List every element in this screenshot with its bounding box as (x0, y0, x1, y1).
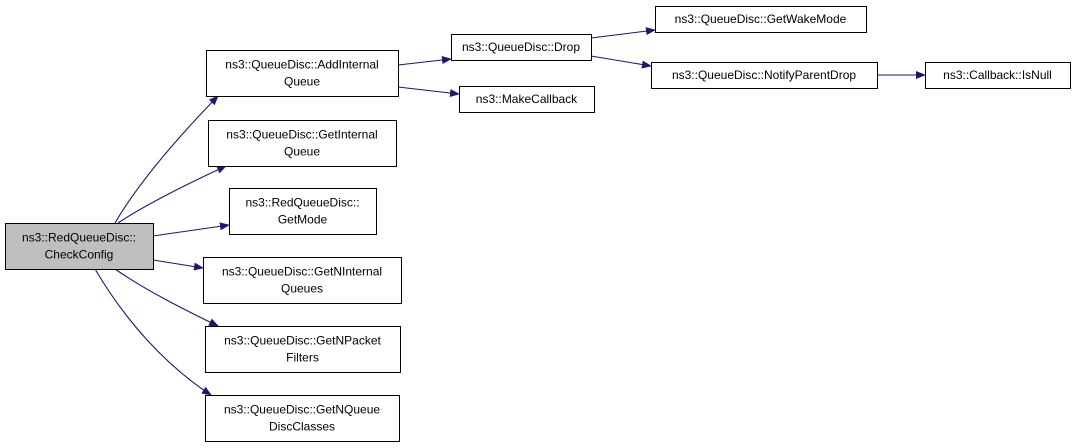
node-label-line: ns3::RedQueueDisc:: (22, 231, 136, 245)
node-label-line: ns3::QueueDisc::NotifyParentDrop (672, 68, 856, 82)
edge-add-internal-queue-to-make-callback (397, 86, 460, 97)
node-get-wake-mode[interactable]: ns3::QueueDisc::GetWakeMode (655, 6, 867, 33)
edges-layer (94, 27, 926, 396)
node-callback-is-null[interactable]: ns3::Callback::IsNull (925, 62, 1071, 89)
node-box (203, 257, 402, 304)
node-drop[interactable]: ns3::QueueDisc::Drop (451, 34, 592, 61)
edge-check-config-to-get-n-queue-disc-classes (94, 268, 212, 396)
edge-check-config-to-get-n-packet-filters (114, 268, 219, 327)
node-box (206, 50, 399, 97)
edge-drop-to-notify-parent-drop (590, 55, 652, 69)
node-box (229, 188, 377, 235)
node-label-line: ns3::Callback::IsNull (943, 68, 1052, 82)
node-make-callback[interactable]: ns3::MakeCallback (459, 86, 595, 113)
node-get-mode[interactable]: ns3::RedQueueDisc::GetMode (229, 188, 377, 235)
node-label-line: ns3::QueueDisc::GetWakeMode (675, 12, 847, 26)
node-label-line: Queue (284, 145, 320, 159)
nodes-layer: ns3::RedQueueDisc::CheckConfigns3::Queue… (5, 6, 1071, 442)
node-label-line: ns3::RedQueueDisc:: (245, 196, 359, 210)
edge-check-config-to-add-internal-queue (114, 95, 219, 224)
node-box (655, 6, 867, 33)
node-label-line: GetMode (278, 213, 328, 227)
node-label-line: Queue (284, 75, 320, 89)
node-label-line: ns3::QueueDisc::GetNPacket (224, 334, 381, 348)
edge-check-config-to-get-internal-queue (117, 165, 227, 224)
node-label-line: CheckConfig (45, 248, 114, 262)
node-check-config[interactable]: ns3::RedQueueDisc::CheckConfig (5, 223, 154, 270)
node-box (205, 326, 401, 373)
node-box (651, 62, 878, 89)
node-label-line: DiscClasses (269, 420, 335, 434)
node-box (5, 223, 154, 270)
node-label-line: ns3::QueueDisc::GetInternal (226, 128, 377, 142)
node-box (925, 62, 1071, 89)
node-label-line: Filters (286, 351, 319, 365)
edge-check-config-to-get-mode (152, 222, 230, 237)
node-label-line: ns3::QueueDisc::Drop (462, 40, 580, 54)
node-box (205, 395, 400, 442)
node-label-line: ns3::QueueDisc::GetNQueue (224, 403, 380, 417)
node-label-line: ns3::QueueDisc::AddInternal (225, 58, 378, 72)
node-box (208, 120, 397, 167)
node-box (459, 86, 595, 113)
node-label-line: ns3::MakeCallback (476, 92, 578, 106)
node-box (451, 34, 592, 61)
node-label-line: Queues (281, 282, 323, 296)
node-label-line: ns3::QueueDisc::GetNInternal (222, 265, 382, 279)
edge-drop-to-get-wake-mode (590, 27, 656, 39)
node-notify-parent-drop[interactable]: ns3::QueueDisc::NotifyParentDrop (651, 62, 878, 89)
edge-check-config-to-get-n-internal-queues (152, 259, 204, 271)
edge-add-internal-queue-to-drop (397, 56, 452, 66)
